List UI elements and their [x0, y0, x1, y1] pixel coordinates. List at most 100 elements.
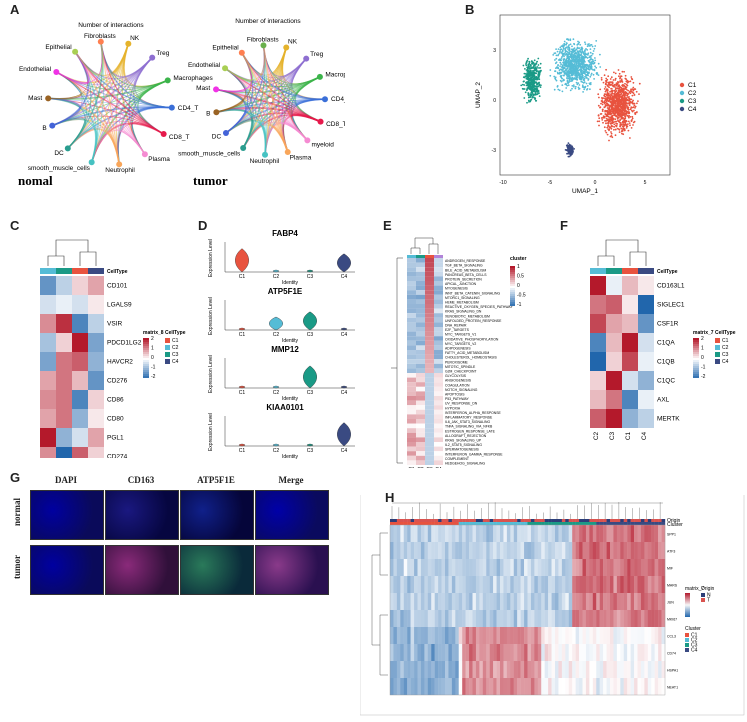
heatmap-cell	[451, 559, 456, 576]
cluster-cell	[658, 522, 662, 525]
heatmap-cell	[441, 559, 446, 576]
umap-point	[535, 99, 538, 102]
heatmap-cell	[551, 559, 556, 576]
hallmark-row-label: IL2_STAT5_SIGNALING	[445, 443, 482, 447]
violin-group-label: C4	[341, 274, 348, 280]
umap-point	[583, 81, 586, 84]
heatmap-cell	[603, 627, 607, 644]
heatmap-cell	[623, 661, 628, 678]
heatmap-cell	[661, 559, 666, 576]
chord-node	[238, 49, 245, 56]
origin-cell	[524, 519, 528, 522]
umap-point	[553, 88, 556, 91]
heatmap-cell	[434, 400, 443, 406]
heatmap-cell	[431, 593, 435, 610]
umap-point	[621, 108, 624, 110]
heatmap-cell	[606, 371, 622, 390]
cluster-legend-label: C4	[691, 648, 698, 654]
heatmap-cell	[610, 627, 614, 644]
origin-cell	[486, 519, 490, 522]
heatmap-cell	[414, 542, 418, 559]
umap-point	[561, 45, 564, 48]
umap-point	[576, 83, 579, 86]
umap-point	[560, 66, 563, 68]
umap-point	[625, 127, 628, 129]
hallmark-row-label: MYC_TARGETS_V1	[445, 333, 476, 337]
cluster-cell	[644, 522, 649, 525]
heatmap-cell	[510, 559, 514, 576]
umap-point	[534, 69, 537, 72]
chord-node-label: Treg	[310, 51, 324, 58]
heatmap-cell	[403, 559, 408, 576]
heatmap-cell	[551, 593, 556, 610]
umap-point	[588, 56, 591, 59]
umap-point	[567, 55, 569, 58]
heatmap-cell	[517, 525, 521, 542]
umap-point	[572, 70, 574, 73]
origin-cell	[458, 519, 463, 522]
heatmap-cell	[544, 627, 549, 644]
umap-point	[572, 38, 575, 41]
heatmap-cell	[613, 525, 618, 542]
heatmap-cell	[420, 610, 425, 627]
origin-cell	[637, 519, 642, 522]
heatmap-cell	[530, 644, 535, 661]
umap-point	[573, 47, 576, 49]
heatmap-cell	[416, 405, 425, 410]
heatmap-cell	[551, 678, 556, 695]
heatmap-cell	[416, 322, 425, 327]
heatmap-cell	[486, 559, 490, 576]
heatmap-cell	[603, 610, 607, 627]
colorscale-step	[510, 280, 515, 282]
umap-ytick: 0	[493, 98, 496, 104]
umap-point	[603, 126, 606, 129]
umap-point	[616, 100, 619, 103]
hallmark-row-label: MTORC1_SIGNALING	[445, 296, 480, 300]
heatmap-cell	[407, 285, 416, 291]
heatmap-cell	[407, 414, 416, 419]
heatmap-cell	[610, 593, 614, 610]
umap-point	[615, 115, 618, 118]
legend-label: C3	[722, 352, 729, 358]
umap-point	[529, 100, 532, 103]
heatmap-cell	[590, 276, 606, 295]
heatmap-cell	[527, 542, 532, 559]
origin-cell	[403, 519, 408, 522]
umap-point	[572, 150, 574, 153]
umap-point	[632, 106, 635, 109]
heatmap-cell	[510, 661, 514, 678]
heatmap-cell	[555, 661, 559, 678]
umap-point	[536, 66, 539, 68]
heatmap-cell	[565, 559, 569, 576]
umap-point	[598, 124, 600, 127]
heatmap-cell	[500, 644, 504, 661]
hallmark-row-label: IL6_JAK_STAT3_SIGNALING	[445, 420, 490, 424]
heatmap-cell	[589, 627, 594, 644]
umap-point	[611, 116, 614, 119]
heatmap-cell	[486, 576, 490, 593]
heatmap-cell	[537, 678, 542, 695]
heatmap-row-label: CD80	[107, 416, 124, 423]
umap-point	[594, 65, 596, 68]
umap-point	[604, 82, 607, 85]
umap-point	[613, 126, 616, 128]
umap-point	[589, 59, 591, 61]
heatmap-cell	[565, 610, 569, 627]
umap-legend-dot	[679, 82, 685, 88]
umap-point	[559, 65, 561, 67]
heatmap-cell	[448, 610, 453, 627]
heatmap-cell	[400, 593, 404, 610]
umap-point	[566, 74, 568, 77]
chord-node-label: Macrophages	[173, 75, 213, 82]
heatmap-cell	[416, 419, 425, 424]
cluster-cell	[420, 522, 425, 525]
violin-shape	[340, 385, 348, 389]
heatmap-cell	[524, 678, 528, 695]
cluster-cell	[610, 522, 614, 525]
umap-point	[584, 49, 586, 52]
umap-point	[600, 113, 603, 115]
origin-cell	[390, 519, 394, 522]
umap-point	[527, 67, 529, 70]
heatmap-cell	[637, 627, 642, 644]
umap-point	[559, 50, 561, 53]
